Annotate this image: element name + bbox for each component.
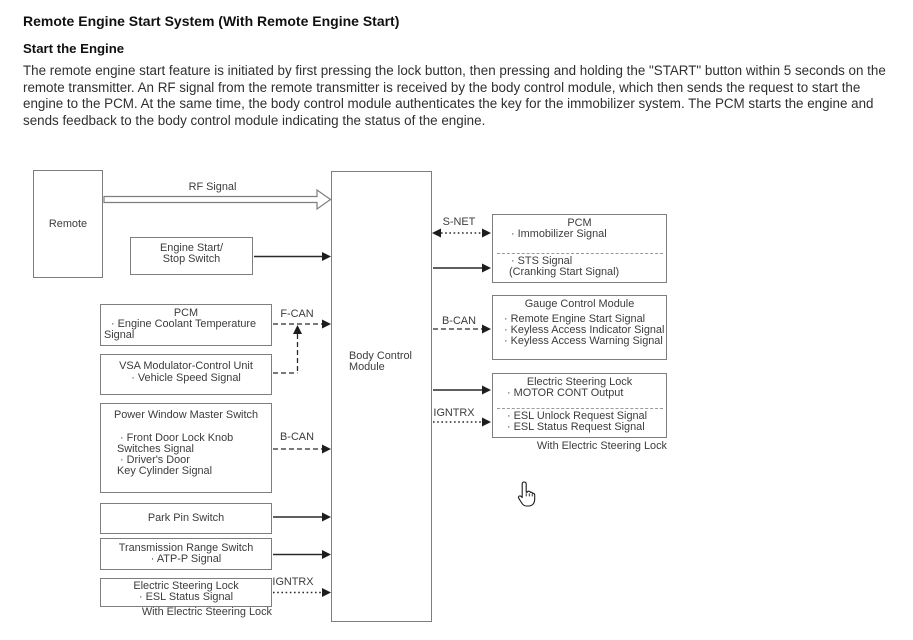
box-bullet: · Front Door Lock Knob xyxy=(120,432,234,444)
box-title: Body Control xyxy=(349,350,412,362)
box-bullet: · Keyless Access Indicator Signal xyxy=(504,324,665,336)
box-line: Stop Switch xyxy=(162,253,221,265)
pcm-inputs-box: PCM · Engine Coolant Temperature Signal xyxy=(100,304,272,346)
remote-label: Remote xyxy=(48,217,88,230)
box-bullet: · Keyless Access Warning Signal xyxy=(504,335,663,347)
igntrx-out-label: IGNTRX xyxy=(433,407,475,419)
b-can-out-label: B-CAN xyxy=(442,315,476,327)
transmission-range-switch-box: Transmission Range Switch · ATP-P Signal xyxy=(100,538,272,570)
electric-steering-lock-output-box: Electric Steering Lock · MOTOR CONT Outp… xyxy=(492,373,667,438)
engine-start-stop-switch-box: Engine Start/ Stop Switch xyxy=(130,237,253,275)
s-net-label: S-NET xyxy=(442,216,476,228)
igntrx-in-label: IGNTRX xyxy=(272,576,314,588)
box-title: PCM xyxy=(567,217,592,229)
f-can-label: F-CAN xyxy=(280,308,314,320)
box-bullet: · ESL Unlock Request Signal xyxy=(507,410,648,422)
igntrx-in-arrow xyxy=(273,588,331,597)
box-title: Transmission Range Switch xyxy=(118,542,254,554)
box-bullet-cont: Switches Signal xyxy=(117,443,194,455)
box-bullet: · MOTOR CONT Output xyxy=(507,387,624,399)
box-title: VSA Modulator-Control Unit xyxy=(119,360,253,372)
box-bullet-cont: Signal xyxy=(104,329,135,341)
hand-cursor-icon xyxy=(517,481,536,507)
rf-signal-label: RF Signal xyxy=(188,181,237,193)
pcm-outputs-box: PCM · Immobilizer Signal · STS Signal (C… xyxy=(492,214,667,283)
box-title: PCM xyxy=(173,307,199,319)
box-title: Gauge Control Module xyxy=(524,298,635,310)
box-title: Electric Steering Lock xyxy=(526,376,633,388)
box-bullet: · Driver's Door xyxy=(120,454,190,466)
electric-steering-lock-input-box: Electric Steering Lock · ESL Status Sign… xyxy=(100,578,272,607)
f-can-arrow xyxy=(273,319,331,374)
s-net-arrow xyxy=(432,228,491,238)
box-bullet: · ATP-P Signal xyxy=(150,553,222,565)
motor-cont-arrow xyxy=(433,385,491,395)
body-control-module-box: Body Control Module xyxy=(331,171,432,622)
sts-signal-arrow xyxy=(433,263,491,273)
vsa-modulator-box: VSA Modulator-Control Unit · Vehicle Spe… xyxy=(100,354,272,395)
box-bullet-cont: (Cranking Start Signal) xyxy=(509,266,620,278)
box-title: Power Window Master Switch xyxy=(113,409,259,421)
b-can-in-label: B-CAN xyxy=(280,431,314,443)
esl-input-caption: With Electric Steering Lock xyxy=(141,606,272,618)
engine-start-arrow xyxy=(254,252,331,261)
box-title: Park Pin Switch xyxy=(147,512,225,524)
esl-output-caption: With Electric Steering Lock xyxy=(536,440,667,452)
box-bullet-cont: Key Cylinder Signal xyxy=(117,465,213,477)
box-title: Electric Steering Lock xyxy=(133,580,239,592)
box-bullet: · STS Signal xyxy=(511,255,573,267)
b-can-in-arrow xyxy=(273,444,331,454)
park-pin-arrow xyxy=(273,512,331,522)
page-title: Remote Engine Start System (With Remote … xyxy=(23,13,400,29)
section-divider xyxy=(497,253,663,254)
box-bullet: · ESL Status Request Signal xyxy=(507,421,645,433)
section-divider xyxy=(497,408,663,409)
box-bullet: · Vehicle Speed Signal xyxy=(131,372,241,384)
box-bullet: · ESL Status Signal xyxy=(138,591,234,603)
power-window-master-switch-box: Power Window Master Switch · Front Door … xyxy=(100,403,272,493)
box-bullet: · Engine Coolant Temperature xyxy=(111,318,257,330)
section-title: Start the Engine xyxy=(23,41,125,56)
description-paragraph: The remote engine start feature is initi… xyxy=(23,63,886,129)
park-pin-switch-box: Park Pin Switch xyxy=(100,503,272,534)
box-bullet: · Remote Engine Start Signal xyxy=(504,313,646,325)
remote-box: Remote xyxy=(33,170,103,278)
box-line: Engine Start/ xyxy=(160,242,223,254)
transmission-range-arrow xyxy=(273,550,331,559)
gauge-control-module-box: Gauge Control Module · Remote Engine Sta… xyxy=(492,295,667,360)
box-title-cont: Module xyxy=(349,361,385,373)
box-bullet: · Immobilizer Signal xyxy=(511,228,607,240)
